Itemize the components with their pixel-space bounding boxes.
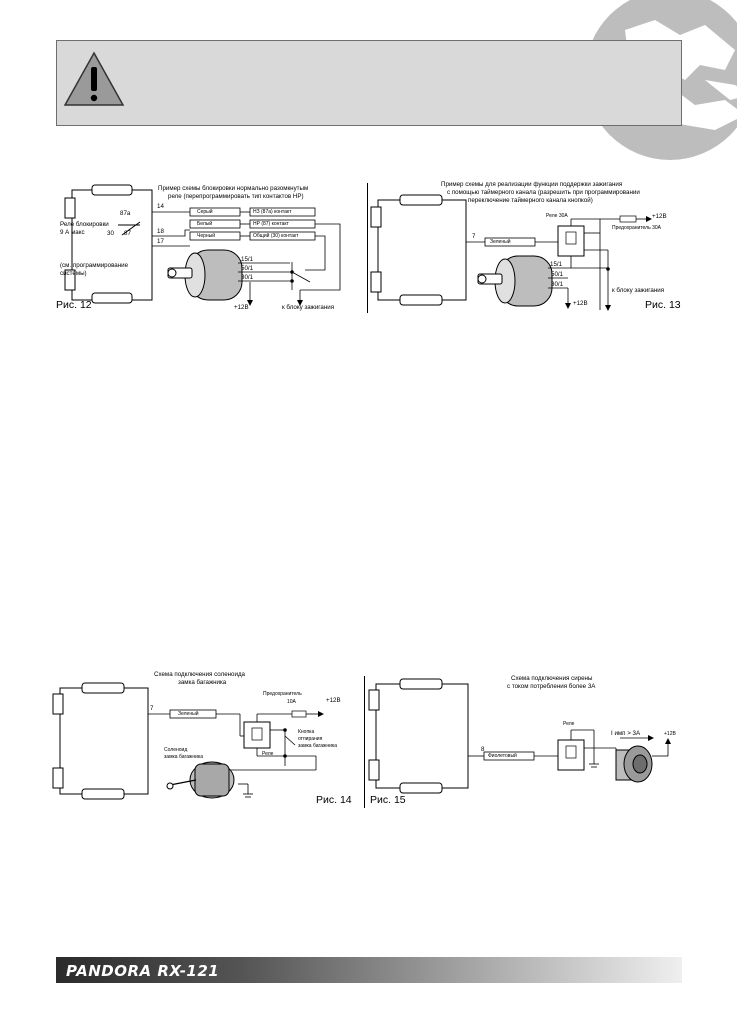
fig13-green: Зеленый bbox=[490, 239, 511, 245]
fig14-fuse-line2: 10А bbox=[287, 699, 296, 705]
fig14-caption: Рис. 14 bbox=[316, 794, 352, 806]
fig14-relay: Реле bbox=[262, 751, 274, 757]
fig15-current: I имп > 3А bbox=[611, 730, 641, 737]
fig14-solenoid-line2: замка багажника bbox=[164, 754, 203, 760]
divider-top bbox=[367, 183, 368, 313]
fig13-title-line1: Пример схемы для реализации функции подд… bbox=[441, 181, 623, 188]
fig13-plus12b: +12В bbox=[573, 300, 588, 307]
fig12-wire-white: Белый bbox=[197, 221, 213, 227]
divider-bottom bbox=[364, 676, 365, 808]
fig14-wire7: 7 bbox=[150, 705, 154, 712]
fig12-pin-87a: 87a bbox=[120, 210, 131, 217]
fig12-caption: Рис. 12 bbox=[56, 299, 92, 311]
warning-box bbox=[56, 40, 682, 126]
fig14-solenoid-line1: Соленоид bbox=[164, 747, 188, 753]
fig14-green: Зеленый bbox=[178, 711, 199, 717]
fig15-diagram bbox=[368, 678, 671, 794]
fig14-title-line2: замка багажника bbox=[178, 679, 227, 686]
fig15-title-line2: с током потребления более 3А bbox=[507, 683, 596, 690]
fig12-pin-87: 87 bbox=[124, 230, 131, 237]
fig12-title-line1: Пример схемы блокировки нормально разомк… bbox=[158, 185, 309, 192]
fig12-k15: 15/1 bbox=[241, 256, 254, 263]
fig12-wire14: 14 bbox=[157, 203, 164, 210]
fig14-button-line2: отпирания bbox=[298, 736, 323, 742]
fig12-contact-nz: НЗ (87a) контакт bbox=[253, 209, 292, 215]
fig12-to-ignition: к блоку зажигания bbox=[282, 304, 335, 311]
fig13-to-ignition: к блоку зажигания bbox=[612, 287, 665, 294]
fig13-title-line2: с помощью таймерного канала (разрешить п… bbox=[447, 189, 640, 196]
fig12-wire17: 17 bbox=[157, 238, 164, 245]
fig15-plus12: +12В bbox=[664, 731, 676, 737]
fig12-title-line2: реле (перепрограммировать тип контактов … bbox=[168, 193, 304, 200]
fig13-caption: Рис. 13 bbox=[645, 299, 681, 311]
fig13-relay: Реле 30А bbox=[546, 213, 568, 219]
fig15-caption: Рис. 15 bbox=[370, 794, 406, 806]
fig12-pin-30: 30 bbox=[107, 230, 114, 237]
figure-13: Пример схемы для реализации функции подд… bbox=[0, 0, 737, 320]
fig12-k30: 30/1 bbox=[241, 274, 254, 281]
fig13-plus12: +12В bbox=[652, 213, 667, 220]
fig12-relay-label2: 9 А макс bbox=[60, 229, 85, 236]
fig12-relay-label1: Реле блокировки bbox=[60, 221, 109, 228]
fig13-wire7: 7 bbox=[472, 233, 476, 240]
fig12-contact-common: Общий (30) контакт bbox=[253, 233, 299, 239]
fig15-violet: Фиолетовый bbox=[488, 753, 517, 759]
fig14-title-line1: Схема подключения соленоида bbox=[154, 671, 245, 678]
fig12-plus12: +12В bbox=[234, 304, 249, 311]
footer-bar: PANDORA RX-121 bbox=[56, 957, 682, 983]
figure-14: Схема подключения соленоида замка багажн… bbox=[0, 0, 367, 820]
fig14-plus12: +12В bbox=[326, 697, 341, 704]
fig12-contact-nr: НР (87) контакт bbox=[253, 221, 289, 227]
warning-icon bbox=[63, 51, 125, 106]
fig13-k15: 15/1 bbox=[550, 261, 563, 268]
fig12-wire-grey: Серый bbox=[197, 209, 213, 215]
fig12-wire-black: Черный bbox=[197, 233, 216, 239]
fig14-button-line1: Кнопка bbox=[298, 729, 315, 735]
footer-brand: PANDORA RX-121 bbox=[66, 962, 220, 980]
fig13-k50: 50/1 bbox=[551, 271, 564, 278]
fig12-diagram bbox=[64, 184, 341, 306]
fig15-relay: Реле bbox=[563, 721, 575, 727]
fig13-diagram bbox=[370, 194, 652, 311]
fig13-title-line3: переключение таймерного канала кнопкой) bbox=[468, 197, 593, 204]
fig12-wire18: 18 bbox=[157, 228, 164, 235]
fig12-prog-line1: (см. программирование bbox=[60, 262, 129, 269]
fig15-title-line1: Схема подключения сирены bbox=[511, 675, 593, 682]
figure-15: Схема подключения сирены с током потребл… bbox=[368, 675, 676, 806]
fig14-button-line3: замка багажника bbox=[298, 743, 337, 749]
figure-12: Пример схемы блокировки нормально разомк… bbox=[0, 0, 367, 320]
fig13-fuse: Предохранитель 30А bbox=[612, 225, 661, 231]
fig12-k50: 50/1 bbox=[241, 265, 254, 272]
fig14-fuse-line1: Предохранитель bbox=[263, 691, 302, 697]
fig15-wire8: 8 bbox=[481, 746, 485, 753]
fig13-k30: 30/1 bbox=[551, 281, 564, 288]
fig14-diagram bbox=[52, 682, 324, 800]
fig12-prog-line2: системы) bbox=[60, 270, 87, 277]
